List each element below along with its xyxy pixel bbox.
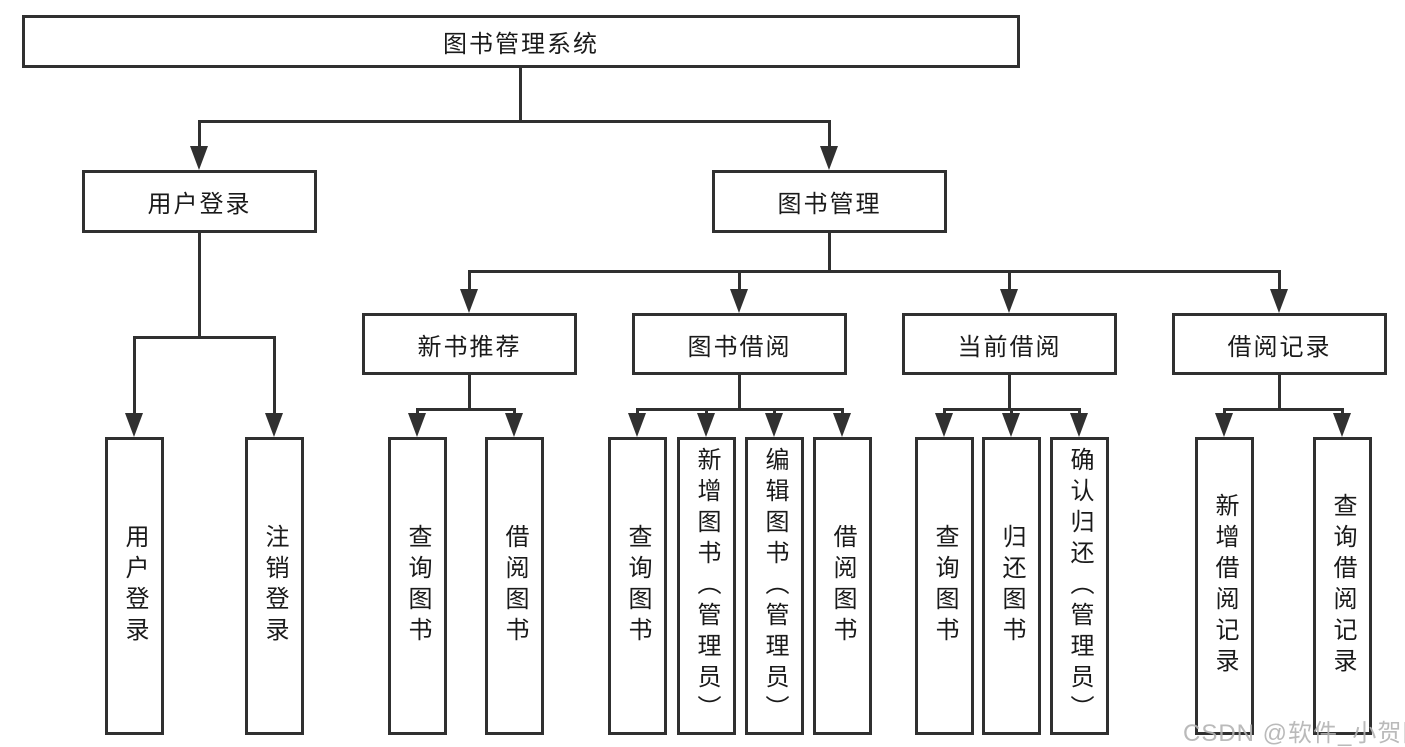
- connector-line: [416, 408, 419, 413]
- connector-line: [738, 375, 741, 408]
- arrow-down-icon: [935, 413, 953, 437]
- node-user-login: 用户登录: [82, 170, 317, 233]
- leaf-query-books: 查询图书: [608, 437, 667, 735]
- connector-line: [468, 375, 471, 408]
- arrow-down-icon: [125, 413, 143, 437]
- arrow-down-icon: [408, 413, 426, 437]
- connector-line: [519, 68, 522, 120]
- leaf-edit-books-admin: 编辑图书（管理员）: [745, 437, 804, 735]
- arrow-down-icon: [730, 289, 748, 313]
- connector-line: [1223, 408, 1344, 411]
- connector-line: [198, 120, 201, 146]
- arrow-down-icon: [190, 146, 208, 170]
- arrow-down-icon: [1070, 413, 1088, 437]
- leaf-query-books: 查询图书: [388, 437, 447, 735]
- connector-line: [468, 270, 1281, 273]
- leaf-logout: 注销登录: [245, 437, 304, 735]
- connector-line: [943, 408, 946, 413]
- leaf-query-books: 查询图书: [915, 437, 974, 735]
- connector-line: [828, 233, 831, 270]
- arrow-down-icon: [1333, 413, 1351, 437]
- connector-line: [1278, 270, 1281, 289]
- leaf-borrow-books: 借阅图书: [485, 437, 544, 735]
- leaf-borrow-books: 借阅图书: [813, 437, 872, 735]
- node-borrow-records: 借阅记录: [1172, 313, 1387, 375]
- arrow-down-icon: [820, 146, 838, 170]
- connector-line: [1008, 375, 1011, 408]
- node-new-book-recommend: 新书推荐: [362, 313, 577, 375]
- connector-line: [1341, 408, 1344, 413]
- connector-line: [198, 233, 201, 336]
- connector-line: [1008, 270, 1011, 289]
- arrow-down-icon: [833, 413, 851, 437]
- arrow-down-icon: [1002, 413, 1020, 437]
- connector-line: [198, 120, 831, 123]
- arrow-down-icon: [1000, 289, 1018, 313]
- arrow-down-icon: [460, 289, 478, 313]
- connector-line: [738, 270, 741, 289]
- connector-line: [705, 408, 708, 413]
- connector-line: [828, 120, 831, 146]
- leaf-user-login: 用户登录: [105, 437, 164, 735]
- connector-line: [1010, 408, 1013, 413]
- arrow-down-icon: [697, 413, 715, 437]
- connector-line: [773, 408, 776, 413]
- connector-line: [636, 408, 639, 413]
- node-current-borrow: 当前借阅: [902, 313, 1117, 375]
- arrow-down-icon: [765, 413, 783, 437]
- arrow-down-icon: [505, 413, 523, 437]
- node-book-management: 图书管理: [712, 170, 947, 233]
- connector-line: [1223, 408, 1226, 413]
- connector-line: [133, 336, 136, 413]
- connector-line: [1078, 408, 1081, 413]
- connector-line: [636, 408, 844, 411]
- node-library-system: 图书管理系统: [22, 15, 1020, 68]
- leaf-confirm-return-admin: 确认归还（管理员）: [1050, 437, 1109, 735]
- connector-line: [1278, 375, 1281, 408]
- arrow-down-icon: [628, 413, 646, 437]
- connector-line: [273, 336, 276, 413]
- csdn-watermark: CSDN @软件_小贺同学: [1183, 720, 1405, 747]
- leaf-query-borrow-record: 查询借阅记录: [1313, 437, 1372, 735]
- leaf-return-books: 归还图书: [982, 437, 1041, 735]
- connector-line: [468, 270, 471, 289]
- arrow-down-icon: [265, 413, 283, 437]
- leaf-add-borrow-record: 新增借阅记录: [1195, 437, 1254, 735]
- node-book-borrow: 图书借阅: [632, 313, 847, 375]
- arrow-down-icon: [1270, 289, 1288, 313]
- leaf-add-books-admin: 新增图书（管理员）: [677, 437, 736, 735]
- arrow-down-icon: [1215, 413, 1233, 437]
- connector-line: [513, 408, 516, 413]
- connector-line: [416, 408, 516, 411]
- connector-line: [841, 408, 844, 413]
- connector-line: [133, 336, 275, 339]
